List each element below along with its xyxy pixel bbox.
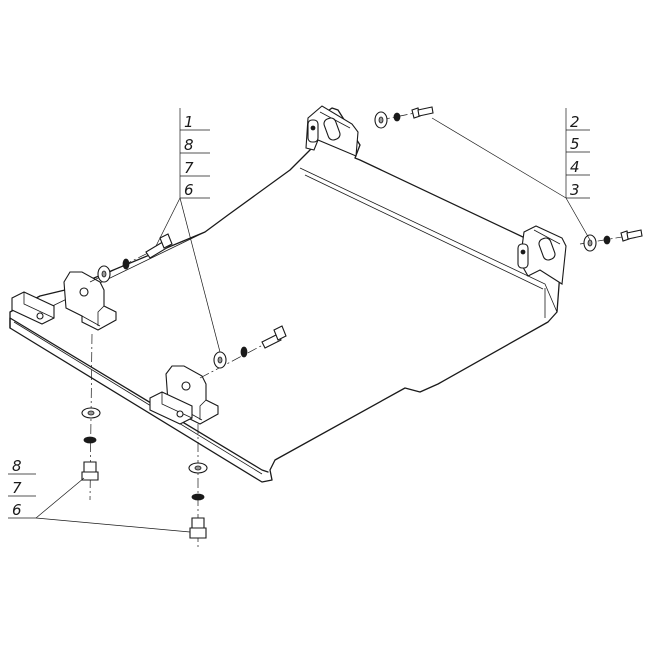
callout-stack-bottom-left: 8 7 6 (8, 457, 191, 533)
mounting-bracket-right (149, 365, 219, 425)
fastener-set-rear-left (374, 106, 434, 129)
bolt-icon (189, 517, 207, 539)
callout-label: 7 (12, 479, 22, 497)
lock-washer-icon (122, 258, 130, 270)
lock-washer-icon (393, 112, 401, 122)
callout-stack-top-middle: 1 8 7 6 (155, 108, 221, 353)
callout-label: 1 (184, 113, 194, 131)
lock-washer-icon (603, 235, 611, 245)
callout-label: 6 (12, 501, 22, 519)
fastener-set-side-lower (213, 325, 287, 369)
lock-washer-icon (83, 436, 97, 444)
callout-label: 8 (184, 136, 194, 154)
lock-washer-icon (191, 493, 205, 501)
lock-washer-icon (240, 346, 248, 358)
callout-label: 6 (184, 181, 194, 199)
mounting-bracket-left (11, 271, 117, 331)
axis-bottom-left (89, 333, 93, 501)
callout-label: 8 (12, 457, 22, 475)
callout-label: 5 (570, 135, 580, 153)
fastener-set-rear-right (583, 229, 643, 252)
bolt-icon (411, 106, 434, 119)
fastener-set-bottom-right (188, 462, 208, 539)
fastener-set-side-upper (97, 233, 173, 283)
bolt-icon (145, 233, 173, 259)
callout-label: 3 (570, 181, 580, 199)
callout-stack-top-right: 2 5 4 3 (431, 108, 591, 241)
callout-label: 4 (570, 158, 580, 176)
rear-right-flange (517, 225, 567, 285)
callout-label: 2 (570, 113, 580, 131)
rear-left-flange (305, 105, 359, 157)
bolt-icon (81, 461, 99, 481)
callout-label: 7 (184, 159, 194, 177)
bolt-icon (261, 325, 287, 349)
bolt-icon (620, 229, 643, 242)
fastener-set-bottom-left (81, 407, 101, 481)
